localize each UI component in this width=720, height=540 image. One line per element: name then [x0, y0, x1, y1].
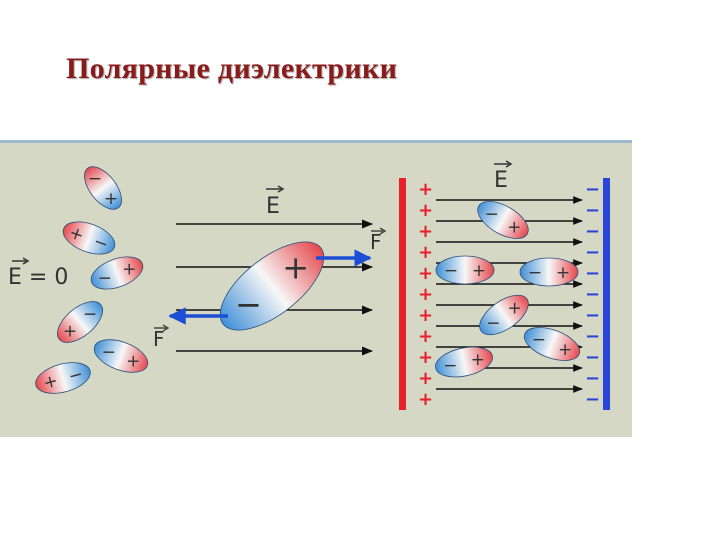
dipole-a3-minus: − [98, 268, 112, 288]
dipole-a4: + − [57, 301, 103, 343]
panel-top-border [0, 140, 632, 143]
panel-b-field: E − + F F [153, 185, 387, 356]
dipole-c1-minus: − [485, 205, 499, 225]
force-right-label: F [370, 230, 382, 254]
minus-sign: − [585, 305, 600, 326]
plus-sign: + [418, 326, 433, 347]
plus-sign: + [418, 347, 433, 368]
dipole-c5: − + [523, 327, 581, 361]
negative-plate [603, 178, 610, 410]
dipole-a4-plus: + [63, 321, 77, 341]
minus-sign: − [585, 389, 600, 410]
minus-sign: − [585, 200, 600, 221]
plus-sign: + [418, 389, 433, 410]
dipole-a2: + − [62, 221, 116, 256]
negative-plate-signs: − − − − − − − − − − − [585, 179, 600, 410]
dipole-a5-minus: − [102, 343, 116, 363]
panel-c-capacitor: E + + + + + + + + + + + [399, 160, 610, 410]
plus-sign: + [418, 221, 433, 242]
large-dipole: − + [219, 241, 325, 331]
dipole-c5-plus: + [558, 340, 572, 360]
plus-sign: + [418, 263, 433, 284]
dipole-c5-minus: − [532, 330, 546, 350]
panel-a-field-label: E = 0 [8, 265, 68, 290]
plus-sign: + [418, 284, 433, 305]
dipole-c4: − + [479, 294, 529, 336]
dipole-a6-plus: + [41, 371, 60, 394]
dipole-c1: − + [477, 201, 529, 239]
e-vector-arrowhead [277, 185, 285, 193]
slide-title: Полярные диэлектрики [66, 52, 398, 85]
dipole-c6-minus: − [443, 356, 457, 376]
plus-sign: + [418, 305, 433, 326]
minus-sign: − [585, 347, 600, 368]
dipole-c4-minus: − [486, 313, 500, 333]
minus-sign: − [585, 368, 600, 389]
large-dipole-minus: − [235, 285, 262, 323]
dipole-a6: + − [35, 362, 91, 394]
dipole-c3-plus: + [556, 263, 570, 283]
e-vector-arrowhead [505, 160, 513, 168]
dipole-a3-plus: + [122, 260, 136, 280]
dipole-a3: + − [90, 256, 144, 290]
dipole-c6: − + [435, 346, 493, 378]
dipole-a2-plus: + [66, 223, 86, 247]
plus-sign: + [418, 242, 433, 263]
minus-sign: − [585, 242, 600, 263]
minus-sign: − [585, 284, 600, 305]
minus-sign: − [585, 221, 600, 242]
dipole-a5: + − [93, 339, 149, 373]
dipole-c3-minus: − [528, 263, 542, 283]
positive-plate-signs: + + + + + + + + + + + [418, 179, 433, 410]
dipole-a2-minus: − [91, 232, 111, 256]
e-vector-arrowhead [22, 257, 30, 265]
f-vector-arrowhead [162, 324, 170, 332]
panel-a-no-field: E = 0 − + + − + − + − + − [8, 166, 149, 394]
f-vector-arrowhead [379, 227, 387, 235]
plus-sign: + [418, 200, 433, 221]
dipole-a1-minus: − [88, 169, 102, 189]
minus-sign: − [585, 179, 600, 200]
positive-plate [399, 178, 406, 410]
panel-b-field-label: E [266, 194, 280, 219]
large-dipole-plus: + [282, 249, 309, 287]
dipole-a4-minus: − [83, 305, 97, 325]
polar-dielectrics-figure: E = 0 − + + − + − + − + − [0, 140, 632, 437]
minus-sign: − [585, 263, 600, 284]
plus-sign: + [418, 368, 433, 389]
dipole-c3: − + [519, 257, 579, 287]
dipole-a6-minus: − [66, 364, 85, 387]
dipole-c2-plus: + [472, 261, 486, 281]
plus-sign: + [418, 179, 433, 200]
dipole-c2-minus: − [444, 261, 458, 281]
panel-c-field-label: E [494, 168, 508, 193]
dipole-c6-plus: + [471, 350, 485, 370]
minus-sign: − [585, 326, 600, 347]
dipole-a5-plus: + [126, 351, 140, 371]
dipole-c2: − + [435, 255, 495, 285]
dipole-a1: − + [84, 166, 122, 210]
dipole-c1-plus: + [507, 218, 521, 238]
force-left-label: F [153, 327, 165, 351]
dipole-c4-plus: + [508, 299, 522, 319]
dipole-a1-plus: + [104, 189, 118, 209]
